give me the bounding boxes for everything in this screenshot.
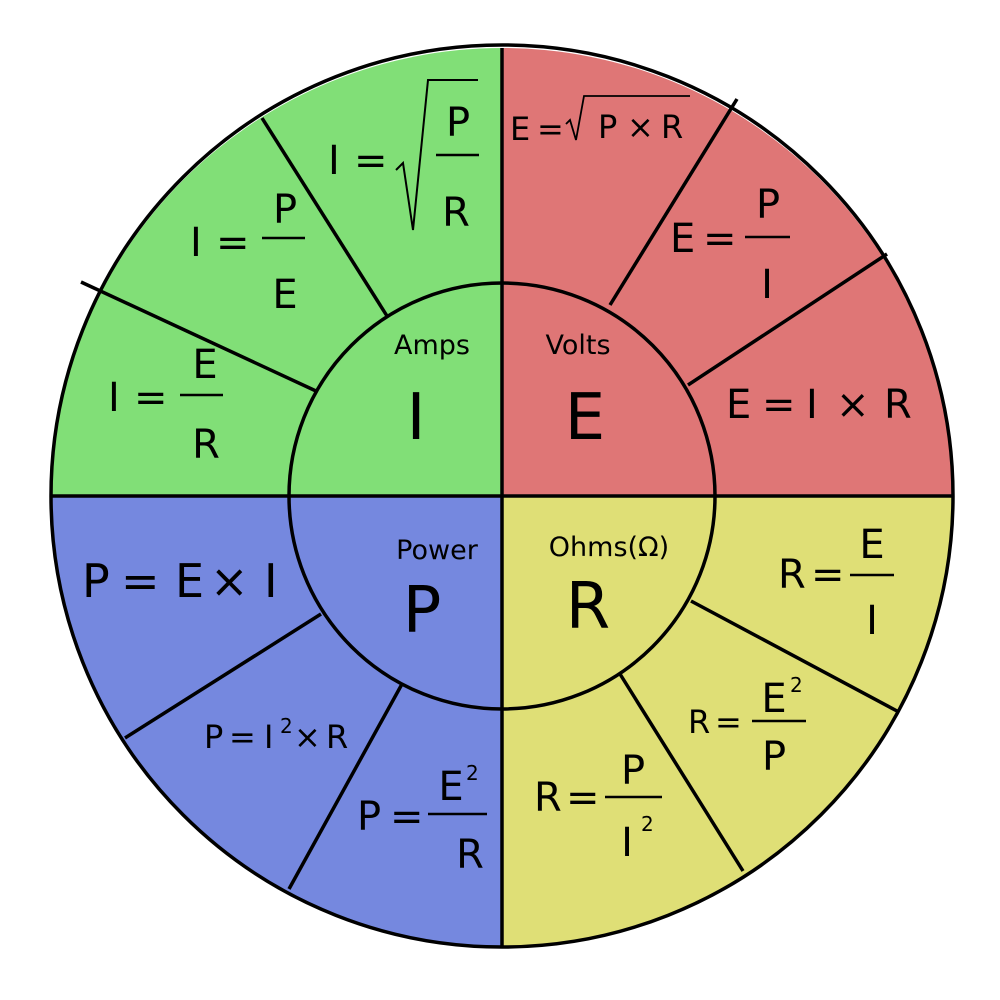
equals-sign: = bbox=[715, 703, 742, 741]
denominator: I bbox=[761, 262, 773, 308]
factor-b: R bbox=[326, 718, 348, 756]
numerator: E bbox=[859, 522, 884, 568]
factor-b: R bbox=[884, 382, 912, 428]
denominator: I bbox=[866, 598, 878, 644]
resistance-symbol: R bbox=[566, 570, 610, 644]
equals-sign: = bbox=[216, 220, 250, 266]
factor-a: I bbox=[806, 382, 818, 428]
segment-dividers bbox=[51, 48, 953, 947]
current-symbol: I bbox=[407, 381, 426, 455]
equals-sign: = bbox=[390, 794, 424, 840]
exponent: 2 bbox=[280, 714, 293, 738]
formula-lhs: R bbox=[534, 775, 562, 821]
factor-b: R bbox=[661, 108, 683, 146]
formula-lhs: R bbox=[688, 703, 710, 741]
times-sign: × bbox=[210, 554, 249, 608]
current-quadrant bbox=[51, 48, 502, 496]
formula-lhs: I bbox=[328, 138, 340, 184]
voltage-quadrant bbox=[502, 47, 953, 497]
denominator: R bbox=[192, 422, 220, 468]
sqrt-radical-icon bbox=[565, 95, 690, 141]
equals-sign: = bbox=[537, 110, 564, 148]
denominator: R bbox=[442, 190, 470, 236]
formula-lhs: E bbox=[510, 110, 530, 148]
divider-line bbox=[687, 252, 888, 387]
equals-sign: = bbox=[229, 718, 256, 756]
formula-e-i-times-r: E = I × R bbox=[726, 382, 912, 428]
formula-p-e-times-i: P = E × I bbox=[82, 554, 278, 608]
divider-line bbox=[618, 673, 745, 872]
formula-lhs: P bbox=[204, 718, 223, 756]
formula-i-p-over-e: I = P E bbox=[190, 187, 305, 318]
formula-lhs: I bbox=[190, 220, 202, 266]
denominator: E bbox=[272, 272, 297, 318]
formula-p-e-squared-over-r: P = E 2 R bbox=[357, 761, 487, 878]
numerator: P bbox=[273, 187, 297, 233]
outer-circle bbox=[49, 43, 955, 949]
divider-line bbox=[260, 117, 389, 317]
factor-a: E bbox=[175, 554, 204, 608]
equals-sign: = bbox=[566, 775, 600, 821]
divider-line bbox=[690, 599, 898, 713]
amps-unit-label: Amps bbox=[394, 330, 470, 361]
power-unit-label: Power bbox=[396, 535, 479, 566]
exponent: 2 bbox=[641, 812, 654, 836]
equals-sign: = bbox=[134, 375, 168, 421]
formula-lhs: P bbox=[82, 554, 110, 608]
numerator: E bbox=[761, 676, 786, 722]
power-quadrant bbox=[51, 496, 502, 947]
times-sign: × bbox=[836, 382, 870, 428]
exponent: 2 bbox=[790, 673, 803, 697]
divider-line bbox=[80, 280, 317, 393]
factor-a: P bbox=[598, 108, 617, 146]
equals-sign: = bbox=[811, 552, 845, 598]
numerator: P bbox=[446, 100, 470, 146]
numerator: P bbox=[621, 748, 645, 794]
equals-sign: = bbox=[121, 554, 160, 608]
formula-lhs: R bbox=[778, 552, 806, 598]
voltage-symbol: E bbox=[565, 381, 605, 455]
formula-p-i-squared-times-r: P = I 2 × R bbox=[204, 714, 348, 756]
formula-r-p-over-i-squared: R = P I 2 bbox=[534, 748, 662, 866]
formula-i-e-over-r: I = E R bbox=[108, 342, 223, 468]
ohms-unit-label: Ohms(Ω) bbox=[549, 532, 669, 563]
resistance-quadrant bbox=[502, 496, 953, 947]
equals-sign: = bbox=[703, 216, 737, 262]
times-sign: × bbox=[627, 108, 654, 146]
denominator: P bbox=[762, 734, 786, 780]
equals-sign: = bbox=[354, 138, 388, 184]
formula-r-e-squared-over-p: R = E 2 P bbox=[688, 673, 806, 780]
formula-e-p-over-i: E = P I bbox=[670, 182, 790, 308]
numerator: E bbox=[192, 342, 217, 388]
formula-lhs: E bbox=[726, 382, 751, 428]
power-symbol: P bbox=[403, 574, 442, 648]
formula-lhs: I bbox=[108, 375, 120, 421]
times-sign: × bbox=[294, 718, 321, 756]
denominator: I bbox=[621, 820, 633, 866]
equals-sign: = bbox=[762, 382, 796, 428]
numerator: P bbox=[756, 182, 780, 228]
formula-r-e-over-i: R = E I bbox=[778, 522, 894, 644]
numerator: E bbox=[438, 764, 463, 810]
sqrt-radical-icon bbox=[395, 79, 478, 231]
divider-line bbox=[124, 612, 322, 740]
exponent: 2 bbox=[466, 761, 479, 785]
factor-b: I bbox=[264, 554, 278, 608]
divider-line bbox=[608, 98, 739, 306]
denominator: R bbox=[456, 832, 484, 878]
formula-i-sqrt-p-over-r: I = P R bbox=[328, 79, 479, 236]
formula-e-sqrt-p-times-r: E = P × R bbox=[510, 95, 690, 148]
volts-unit-label: Volts bbox=[545, 330, 610, 361]
formula-lhs: P bbox=[357, 794, 381, 840]
formula-lhs: E bbox=[670, 216, 695, 262]
inner-circle bbox=[287, 281, 717, 711]
divider-line bbox=[287, 683, 404, 890]
factor-a: I bbox=[264, 718, 273, 756]
